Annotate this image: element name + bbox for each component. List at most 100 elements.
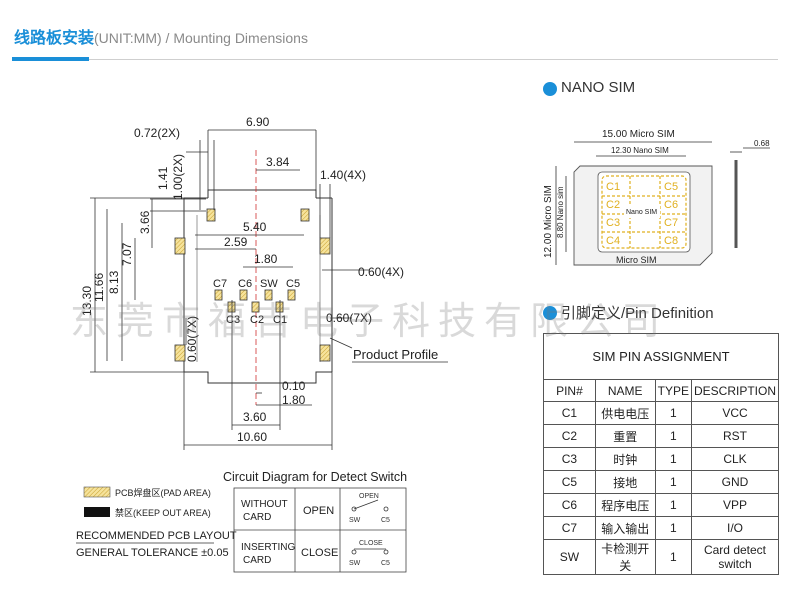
- pad-left-lower: [174, 344, 186, 362]
- cell-name: 供电电压: [594, 401, 656, 425]
- sim-contact-c2: C2: [606, 199, 620, 211]
- switch-open-label: OPEN: [359, 493, 379, 500]
- sim-contact-c8: C8: [664, 235, 678, 247]
- header-accent-bar: [12, 57, 89, 61]
- dim-10-60: 10.60: [237, 430, 267, 444]
- cell-name: 时钟: [594, 447, 656, 471]
- pad-label-c6: C6: [238, 278, 252, 290]
- nano-sim-label: Nano SIM: [626, 209, 657, 216]
- switch-close-c5: C5: [381, 560, 390, 567]
- switch-status-close: CLOSE: [301, 547, 338, 559]
- detect-switch-table: [233, 487, 407, 573]
- switch-close-sw: SW: [349, 560, 361, 567]
- switch-close-label: CLOSE: [359, 540, 383, 547]
- cell-pin: C5: [543, 470, 596, 494]
- switch-symbol-open: [351, 499, 389, 512]
- table-row: C7 输入输出 1 I/O: [543, 516, 780, 540]
- dim-2-59: 2.59: [224, 235, 248, 249]
- micro-sim-label: Micro SIM: [616, 255, 657, 265]
- cell-description: GND: [690, 470, 780, 494]
- sim-contact-c5: C5: [664, 181, 678, 193]
- dim-3-66: 3.66: [138, 210, 152, 234]
- dim-1-40: 1.40(4X): [320, 168, 366, 182]
- dim-1-80-bottom: 1.80: [282, 393, 306, 407]
- pin-definition-title: 引脚定义/Pin Definition: [561, 305, 714, 322]
- dim-3-84: 3.84: [266, 155, 290, 169]
- sim-contact-c1: C1: [606, 181, 620, 193]
- header-divider: [12, 59, 778, 60]
- cell-pin: C2: [543, 424, 596, 448]
- legend-tolerance: GENERAL TOLERANCE ±0.05: [76, 547, 229, 559]
- table-row: C6 程序电压 1 VPP: [543, 493, 780, 517]
- company-watermark: 东莞市福吉电子科技有限公司: [70, 299, 669, 343]
- page-title-en: (UNIT:MM) / Mounting Dimensions: [94, 30, 308, 46]
- cell-pin: C1: [543, 401, 596, 425]
- dim-8-80: 8.80 Nano sim: [556, 186, 565, 238]
- dim-3-60: 3.60: [243, 410, 267, 424]
- header-pin: PIN#: [543, 379, 596, 402]
- cell-description: Card detect switch: [690, 539, 780, 575]
- dim-12-00: 12.00 Micro SIM: [543, 185, 554, 258]
- dim-1-41: 1.41: [156, 166, 170, 190]
- switch-open-sw: SW: [349, 517, 361, 524]
- dim-5-40: 5.40: [243, 220, 267, 234]
- keep-out-swatch: [84, 507, 110, 517]
- sim-contact-c6: C6: [664, 199, 678, 211]
- sim-contact-c3: C3: [606, 217, 620, 229]
- pad-c2: [251, 301, 260, 313]
- sim-pin-table: SIM PIN ASSIGNMENT PIN# NAME TYPE DESCRI…: [543, 333, 780, 575]
- switch-state-1-line1: WITHOUT: [241, 499, 288, 510]
- pad-c5: [287, 289, 296, 301]
- pad-label-sw: SW: [260, 278, 278, 290]
- dim-7-07: 7.07: [120, 242, 134, 266]
- cell-name: 卡检测开关: [594, 539, 656, 575]
- sim-pin-table-title: SIM PIN ASSIGNMENT: [543, 333, 779, 380]
- page-title: 线路板安装(UNIT:MM) / Mounting Dimensions: [14, 24, 308, 48]
- pad-label-c5: C5: [286, 278, 300, 290]
- pad-label-c1: C1: [273, 314, 287, 326]
- sim-pin-header-row: PIN# NAME TYPE DESCRIPTION: [543, 379, 780, 402]
- switch-state-1-line2: CARD: [243, 512, 271, 523]
- dim-0-72: 0.72(2X): [134, 126, 180, 140]
- cell-name: 重置: [594, 424, 656, 448]
- legend-recommended: RECOMMENDED PCB LAYOUT: [76, 530, 237, 542]
- pad-c1: [275, 301, 284, 313]
- detect-switch-title: Circuit Diagram for Detect Switch: [223, 470, 407, 484]
- nano-sim-title: NANO SIM: [561, 79, 636, 96]
- dim-1-80-top: 1.80: [254, 252, 278, 266]
- switch-symbol-close: [351, 548, 389, 555]
- switch-status-open: OPEN: [303, 505, 334, 517]
- cell-type: 1: [654, 447, 692, 471]
- table-row: C2 重置 1 RST: [543, 424, 780, 448]
- cell-type: 1: [654, 401, 692, 425]
- cell-name: 输入输出: [594, 516, 656, 540]
- pad-right-lower: [319, 344, 331, 362]
- connector-outline: [183, 189, 333, 384]
- pad-label-c3: C3: [226, 314, 240, 326]
- dim-0-60-7x-left: 0.60(7X): [185, 316, 199, 362]
- cell-type: 1: [654, 424, 692, 448]
- pad-top-left: [206, 208, 216, 222]
- table-row: C5 接地 1 GND: [543, 470, 780, 494]
- pin-definition-dot-icon: [543, 306, 557, 320]
- pad-group: [174, 208, 331, 362]
- dim-12-30: 12.30 Nano SIM: [611, 146, 669, 155]
- header-description: DESCRIPTION: [690, 379, 780, 402]
- cell-pin: C6: [543, 493, 596, 517]
- dim-1-00: 1.00(2X): [171, 154, 185, 200]
- table-row: C1 供电电压 1 VCC: [543, 401, 780, 425]
- nano-sim-dot-icon: [543, 82, 557, 96]
- header-name: NAME: [594, 379, 656, 402]
- sim-contact-c7: C7: [664, 217, 678, 229]
- cell-type: 1: [654, 493, 692, 517]
- pad-right-upper: [319, 237, 331, 255]
- pad-sw: [264, 289, 273, 301]
- pad-c7: [214, 289, 223, 301]
- cell-description: VCC: [690, 401, 780, 425]
- pad-c6: [239, 289, 248, 301]
- dim-13-30: 13.30: [80, 286, 94, 316]
- dim-11-66: 11.66: [92, 273, 106, 302]
- pad-area-swatch: [83, 486, 111, 498]
- cell-description: VPP: [690, 493, 780, 517]
